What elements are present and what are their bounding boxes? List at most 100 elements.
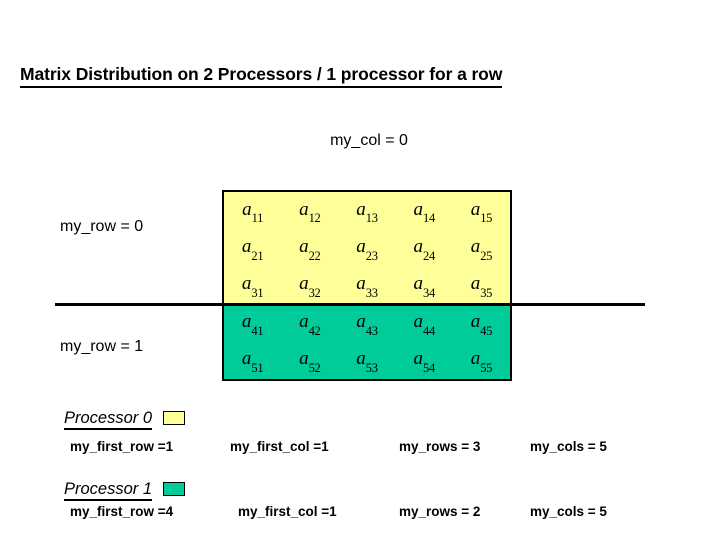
processor1-band [224, 305, 510, 379]
my-col-label: my_col = 0 [330, 132, 408, 149]
matrix-cell-symbol: a [470, 273, 481, 295]
matrix-cell: a22 [281, 235, 338, 262]
processor0-my-first-col: my_first_col =1 [230, 439, 329, 454]
matrix-cell-subscript: 21 [251, 248, 264, 263]
matrix-cell: a51 [224, 348, 281, 374]
matrix-cell-symbol: a [470, 198, 481, 220]
matrix-cell: a15 [453, 198, 510, 226]
matrix-cell-subscript: 33 [365, 286, 378, 301]
processor-divider-line [55, 303, 645, 306]
matrix-cell-subscript: 24 [423, 248, 435, 263]
matrix-cell-subscript: 54 [423, 360, 435, 375]
matrix-cell-subscript: 51 [251, 360, 264, 375]
matrix-cell-symbol: a [413, 310, 424, 332]
processor0-my-first-row: my_first_row =1 [70, 439, 174, 454]
matrix-cell: a31 [224, 273, 281, 299]
matrix-cell-symbol: a [413, 348, 424, 370]
matrix-cell-subscript: 55 [480, 360, 493, 375]
matrix-cell-symbol: a [470, 235, 481, 257]
matrix-cell: a33 [338, 273, 395, 299]
matrix-cell-subscript: 32 [308, 286, 321, 301]
matrix-cell-symbol: a [299, 348, 309, 370]
legend-title-0: Processor 0 [64, 409, 153, 430]
matrix-cell: a14 [396, 200, 453, 226]
matrix-cell-subscript: 43 [365, 323, 378, 338]
matrix-cell-symbol: a [413, 273, 424, 295]
legend-processor-1: Processor 1 [64, 479, 186, 501]
matrix-cell-subscript: 22 [308, 248, 321, 263]
matrix-cell-subscript: 14 [423, 211, 435, 226]
matrix-cell-symbol: a [241, 310, 252, 332]
matrix-cell: a25 [453, 235, 510, 262]
processor0-my-cols: my_cols = 5 [530, 439, 607, 454]
matrix-cell: a54 [396, 348, 453, 374]
matrix-cell-subscript: 13 [365, 211, 378, 226]
matrix-cell-symbol: a [299, 310, 309, 332]
processor1-params: my_first_row =4 my_first_col =1 my_rows … [0, 504, 720, 522]
legend-header-0: Processor 0 [64, 408, 186, 430]
my-row-label-0: my_row = 0 [60, 218, 144, 235]
matrix-cell-symbol: a [470, 348, 481, 370]
legend-swatch-0 [163, 411, 186, 425]
my-row-label-1: my_row = 1 [60, 338, 144, 355]
matrix-cell-symbol: a [356, 235, 366, 257]
matrix-cell-subscript: 35 [480, 286, 493, 301]
processor1-my-first-col: my_first_col =1 [238, 504, 337, 519]
matrix-cell-symbol: a [299, 273, 309, 295]
matrix-cell-symbol: a [356, 273, 366, 295]
processor0-params: my_first_row =1 my_first_col =1 my_rows … [0, 439, 720, 457]
matrix-cell: a23 [338, 235, 395, 262]
matrix-cell: a45 [453, 310, 510, 337]
processor0-my-rows: my_rows = 3 [399, 439, 481, 454]
matrix-cell-symbol: a [356, 310, 366, 332]
legend-header-1: Processor 1 [64, 479, 186, 501]
matrix-cell-symbol: a [299, 198, 309, 220]
matrix-cell-symbol: a [413, 235, 424, 257]
legend-swatch-1 [163, 482, 186, 496]
matrix-cell-subscript: 34 [423, 286, 435, 301]
matrix-cell: a41 [224, 310, 281, 337]
matrix-cell: a35 [453, 273, 510, 299]
matrix-cell-subscript: 42 [308, 323, 321, 338]
matrix-cell-subscript: 12 [308, 211, 321, 226]
matrix-cell-subscript: 45 [480, 323, 493, 338]
matrix-cell-subscript: 11 [251, 211, 264, 226]
matrix-cell-symbol: a [241, 273, 252, 295]
matrix-cell-subscript: 52 [308, 360, 321, 375]
matrix-cell: a12 [281, 198, 338, 226]
matrix-cell: a43 [338, 310, 395, 337]
matrix-cell: a11 [224, 198, 281, 226]
matrix-cell: a21 [224, 237, 281, 262]
matrix-cell-symbol: a [470, 310, 481, 332]
matrix-cell-subscript: 15 [480, 211, 493, 226]
matrix-cell-symbol: a [356, 348, 366, 370]
matrix-cell-subscript: 44 [423, 323, 435, 338]
matrix-cell-subscript: 25 [480, 248, 493, 263]
matrix-cell-symbol: a [242, 198, 252, 220]
matrix-cell: a53 [338, 348, 395, 374]
matrix-cell: a42 [281, 310, 338, 337]
matrix-cell: a24 [396, 235, 453, 262]
matrix-cell-subscript: 31 [251, 286, 264, 301]
matrix-cell-subscript: 41 [251, 323, 264, 338]
matrix-cell-subscript: 53 [365, 360, 378, 375]
matrix-cell-symbol: a [299, 235, 309, 257]
legend-title-1: Processor 1 [64, 480, 153, 501]
processor1-my-first-row: my_first_row =4 [70, 504, 174, 519]
matrix-cell-symbol: a [241, 348, 252, 370]
matrix-cell: a13 [338, 198, 395, 226]
matrix-cell: a44 [396, 310, 453, 337]
matrix-cell-symbol: a [356, 198, 366, 220]
processor0-band [224, 192, 510, 305]
processor1-my-rows: my_rows = 2 [399, 504, 481, 519]
matrix-cell: a34 [396, 273, 453, 299]
matrix-cell-subscript: 23 [365, 248, 378, 263]
processor1-my-cols: my_cols = 5 [530, 504, 607, 519]
